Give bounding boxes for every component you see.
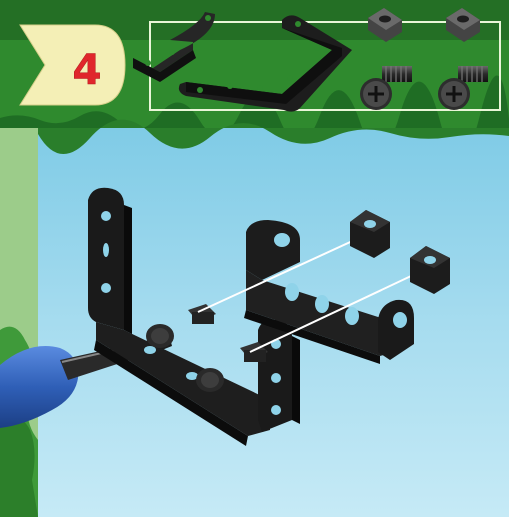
- bolt-head-icon: [196, 368, 224, 392]
- bolt-head-icon: [146, 324, 174, 348]
- step-number: 4: [72, 45, 101, 94]
